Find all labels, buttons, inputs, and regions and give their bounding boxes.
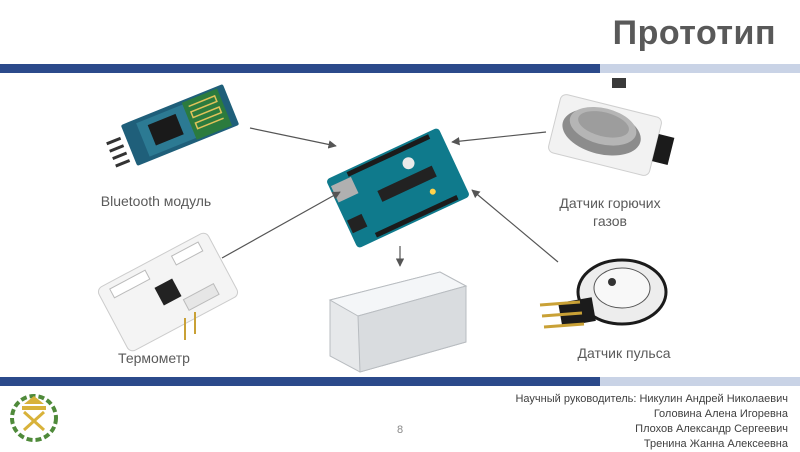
pulse-sensor-image <box>539 258 668 329</box>
university-emblem <box>10 394 58 442</box>
bluetooth-module-image <box>106 84 239 168</box>
page-number: 8 <box>397 424 404 436</box>
bluetooth-module-label: Bluetooth модуль <box>100 193 212 209</box>
pulse-sensor-label: Датчик пульса <box>577 345 671 361</box>
gas-sensor-label-line1: Датчик горючих <box>559 195 661 211</box>
slide-title: Прототип <box>612 14 776 52</box>
footer-band <box>0 377 800 386</box>
enclosure-box-image <box>328 271 468 373</box>
header-band <box>0 64 800 73</box>
arrow-bluetooth-to-board <box>249 127 337 149</box>
thermometer-module-image <box>97 232 239 352</box>
arduino-board-image <box>327 128 469 248</box>
gas-sensor-label: Датчик горючих газов <box>548 194 672 230</box>
credits-block: Научный руководитель: Никулин Андрей Ник… <box>515 392 788 452</box>
arrow-gas-to-board <box>451 131 547 146</box>
gas-sensor-image <box>548 78 675 176</box>
supervisor-line: Научный руководитель: Никулин Андрей Ник… <box>515 393 788 405</box>
author-line: Тренина Жанна Алексеевна <box>643 438 788 450</box>
thermometer-label: Термометр <box>118 350 190 366</box>
arrow-thermo-to-board <box>221 191 341 259</box>
author-line: Головина Алена Игоревна <box>653 408 788 420</box>
arrow-pulse-to-board <box>471 189 559 263</box>
author-line: Плохов Александр Сергеевич <box>635 423 788 435</box>
gas-sensor-label-line2: газов <box>593 213 627 229</box>
